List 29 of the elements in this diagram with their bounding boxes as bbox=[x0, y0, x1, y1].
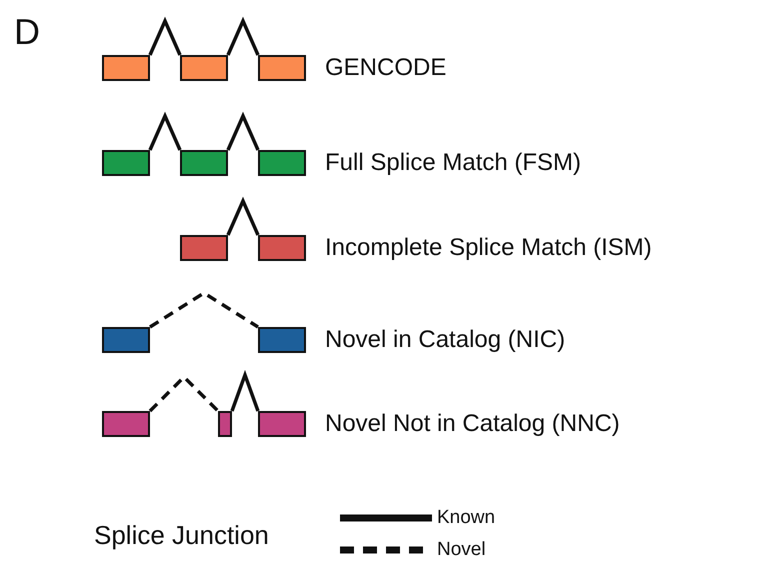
exon-box bbox=[258, 235, 306, 261]
exon-box bbox=[180, 235, 228, 261]
novel-junction-line bbox=[149, 290, 259, 328]
exon-box bbox=[102, 150, 150, 176]
exon-box bbox=[180, 150, 228, 176]
splice-junction-line bbox=[226, 112, 260, 151]
legend-label: Known bbox=[437, 508, 496, 527]
row-label: Incomplete Splice Match (ISM) bbox=[325, 236, 652, 260]
exon-box bbox=[258, 411, 306, 437]
splice-junction-line bbox=[226, 16, 260, 56]
exon-box bbox=[102, 327, 150, 353]
row-label: Novel Not in Catalog (NNC) bbox=[325, 412, 620, 436]
exon-box bbox=[258, 55, 306, 81]
exon-box bbox=[258, 150, 306, 176]
exon-box bbox=[180, 55, 228, 81]
splice-junction-line bbox=[226, 196, 260, 236]
exon-box bbox=[258, 327, 306, 353]
splice-junction-line bbox=[148, 16, 182, 56]
exon-box bbox=[102, 55, 150, 81]
splice-junction-line bbox=[148, 112, 182, 151]
legend-label: Novel bbox=[437, 540, 486, 559]
row-label: GENCODE bbox=[325, 56, 446, 80]
splice-junction-line bbox=[230, 370, 260, 412]
row-label: Novel in Catalog (NIC) bbox=[325, 328, 566, 352]
row-label: Full Splice Match (FSM) bbox=[325, 151, 582, 175]
exon-box bbox=[102, 411, 150, 437]
panel-letter: D bbox=[14, 14, 40, 50]
exon-box bbox=[218, 411, 232, 437]
legend-title: Splice Junction bbox=[94, 522, 269, 548]
